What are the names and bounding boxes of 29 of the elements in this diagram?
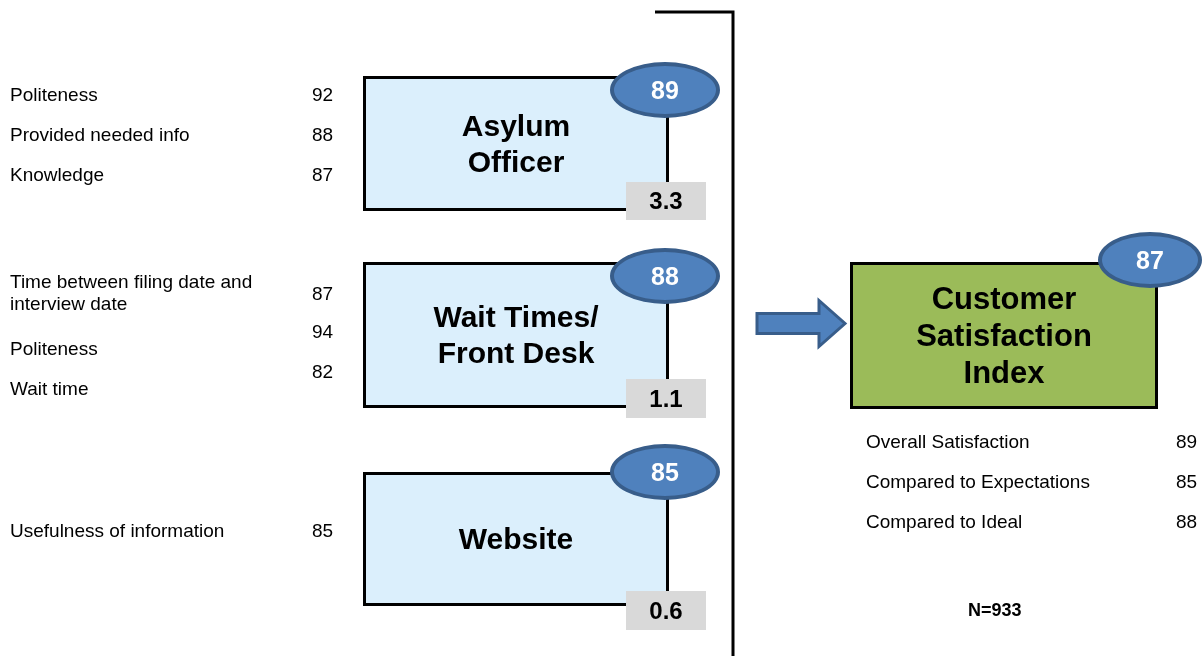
attribute-label: Compared to Ideal: [866, 511, 1023, 533]
score-ellipse: 87: [1098, 232, 1202, 288]
attribute-label: Knowledge: [10, 164, 105, 186]
score-ellipse: 88: [610, 248, 720, 304]
weight-box: 0.6: [626, 591, 706, 630]
attribute-label: 82: [312, 361, 334, 383]
attribute-label: 94: [312, 321, 334, 343]
attribute-label: Usefulness of information: [10, 520, 225, 542]
attribute-label: Time between filing date and interview date: [10, 271, 254, 315]
attribute-label: Compared to Expectations: [866, 471, 1090, 493]
weight-box: 1.1: [626, 379, 706, 418]
attribute-label: Provided needed info: [10, 124, 190, 146]
weight-box: 3.3: [626, 182, 706, 220]
score-value: 88: [312, 124, 334, 146]
score-value: 88: [1176, 511, 1198, 533]
score-value: Politeness: [10, 338, 98, 360]
score-value: 87: [312, 164, 334, 186]
block-arrow: [755, 297, 848, 350]
score-value: 89: [1176, 431, 1198, 453]
attribute-label: Politeness: [10, 84, 98, 106]
score-value: 92: [312, 84, 334, 106]
score-value: 85: [1176, 471, 1198, 493]
score-ellipse: 85: [610, 444, 720, 500]
score-value: Wait time: [10, 378, 89, 400]
score-value: 87: [312, 283, 334, 305]
score-value: 85: [312, 520, 334, 542]
attribute-label: Overall Satisfaction: [866, 431, 1030, 453]
score-ellipse: 89: [610, 62, 720, 118]
sample-size: N=933: [968, 600, 1022, 621]
